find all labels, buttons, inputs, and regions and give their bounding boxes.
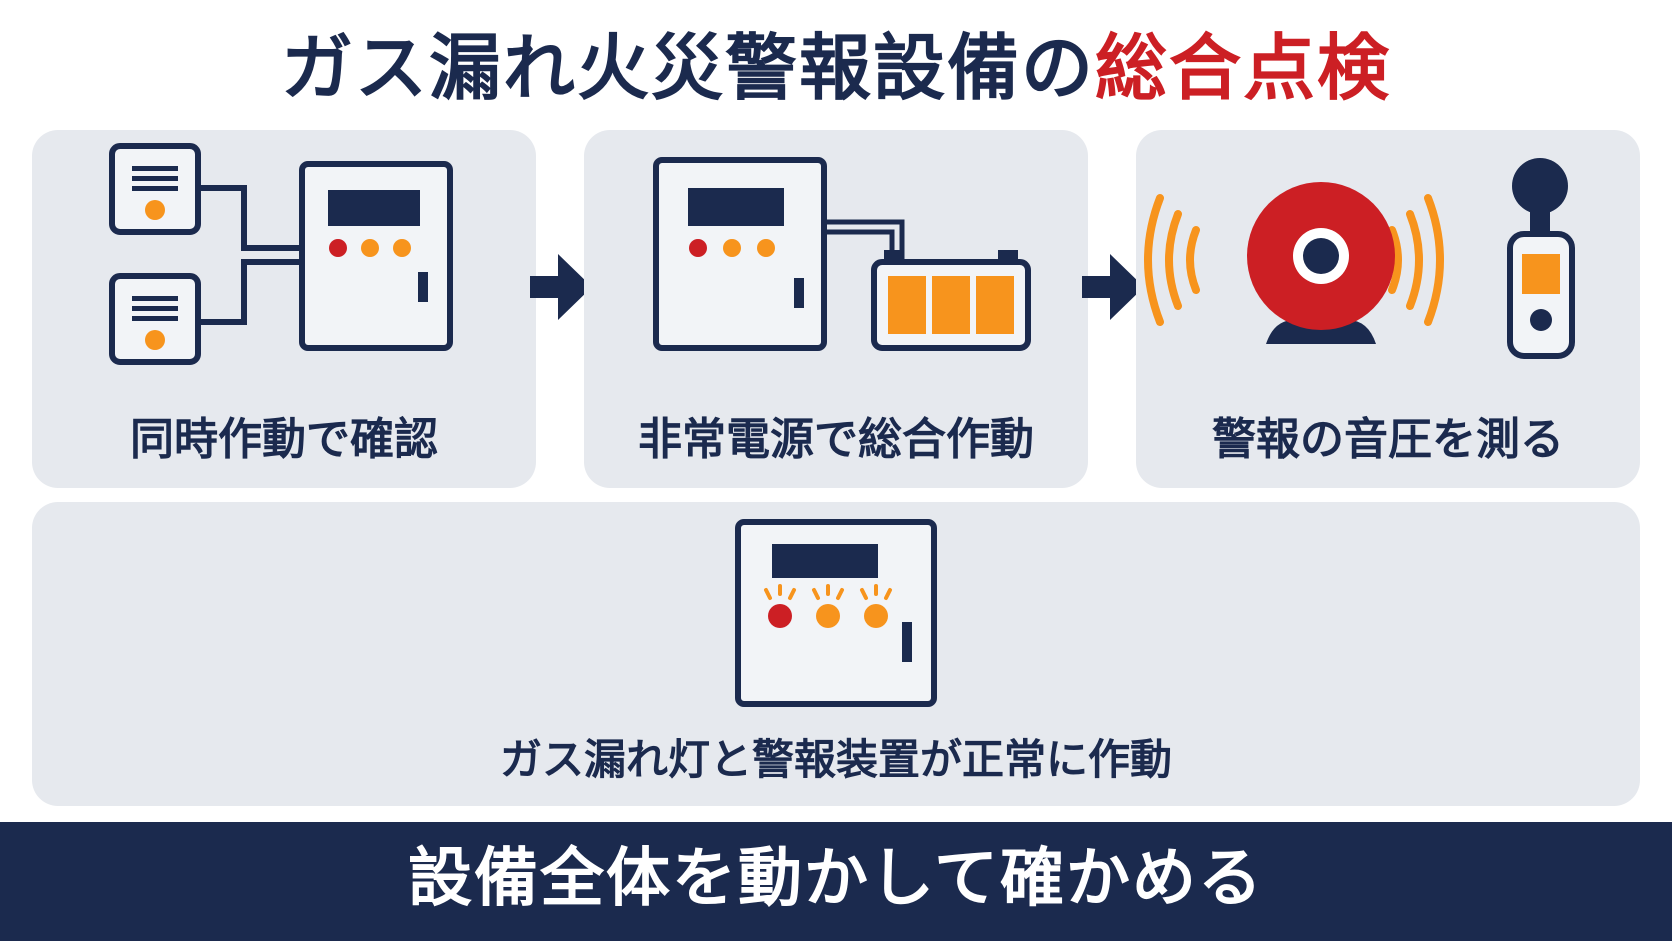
step-label: 警報の音圧を測る [1212, 414, 1564, 465]
gas-leak-lamp [768, 604, 792, 628]
lamp-glow-rays [764, 584, 892, 600]
alarm-bell-and-sound-meter-icon [1144, 158, 1575, 359]
step-label: 同時作動で確認 [130, 414, 438, 465]
step-panel-sound-pressure: 警報の音圧を測る [1136, 130, 1640, 488]
arrow-right-icon [1082, 254, 1144, 320]
footer-banner: 設備全体を動かして確かめる [0, 822, 1672, 941]
gas-detector-icon [109, 273, 201, 365]
wire-top [196, 185, 300, 251]
step-label: 非常電源で総合作動 [638, 414, 1034, 465]
arrow-right-icon [530, 254, 592, 320]
wire-bottom [196, 259, 300, 325]
indicator-lamp [816, 604, 840, 628]
step-panel-emergency-power: 非常電源で総合作動 [584, 130, 1088, 488]
receiver-panel-icon [299, 161, 453, 351]
panel-lamps-lit-icon [735, 519, 937, 707]
result-label: ガス漏れ灯と警報装置が正常に作動 [499, 735, 1172, 784]
title-main: ガス漏れ火災警報設備の [280, 26, 1095, 110]
page-title: ガス漏れ火災警報設備の総合点検 [0, 18, 1672, 118]
battery-icon [871, 250, 1031, 351]
sound-wave-icon [1144, 194, 1444, 326]
receiver-panel-icon [653, 157, 827, 351]
result-panel: ガス漏れ灯と警報装置が正常に作動 [32, 502, 1640, 806]
gas-detector-icon [109, 143, 201, 235]
alarm-bell-icon [1247, 182, 1395, 344]
sound-level-meter-icon [1507, 158, 1575, 359]
step-panel-simultaneous: 同時作動で確認 [32, 130, 536, 488]
footer-text: 設備全体を動かして確かめる [407, 842, 1265, 916]
detectors-to-panel-icon [109, 143, 453, 365]
indicator-lamp [864, 604, 888, 628]
title-accent: 総合点検 [1095, 26, 1392, 110]
panel-with-battery-icon [653, 157, 1031, 351]
